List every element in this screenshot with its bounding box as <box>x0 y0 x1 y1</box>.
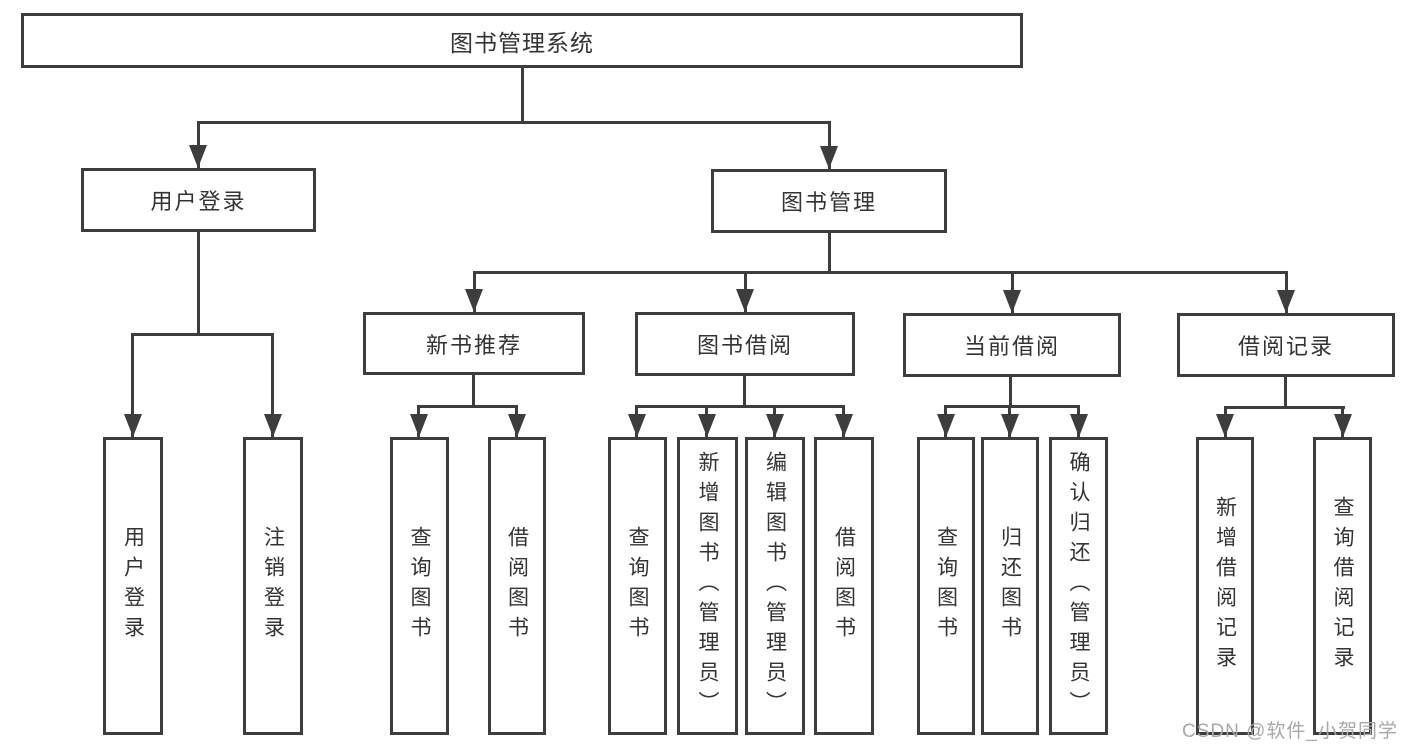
arrow-down-icon <box>766 414 784 437</box>
arrow-down-icon <box>465 289 483 312</box>
connector-line <box>131 333 274 336</box>
connector-line <box>131 333 134 437</box>
leaf-borrow-borrow: 借阅图书 <box>814 437 874 735</box>
arrow-down-icon <box>189 145 207 168</box>
node-user-login: 用户登录 <box>81 168 316 232</box>
connector-line <box>472 375 475 407</box>
leaf-borrow-add-admin-label: 新增图书（管理员） <box>696 451 719 721</box>
leaf-user-login-label: 用户登录 <box>121 526 145 646</box>
connector-line <box>271 333 274 437</box>
leaf-user-login: 用户登录 <box>103 437 163 735</box>
leaf-current-confirm-admin-label: 确认归还（管理员） <box>1067 451 1090 721</box>
connector-line <box>743 376 746 407</box>
leaf-borrow-query: 查询图书 <box>608 437 667 735</box>
arrow-down-icon <box>1334 414 1352 437</box>
node-book-management: 图书管理 <box>711 169 947 233</box>
connector-line <box>944 405 1080 408</box>
leaf-record-add: 新增借阅记录 <box>1196 437 1254 735</box>
leaf-current-query: 查询图书 <box>917 437 975 735</box>
leaf-newbook-borrow-label: 借阅图书 <box>505 526 529 646</box>
connector-line <box>197 121 200 168</box>
leaf-logout: 注销登录 <box>243 437 303 735</box>
connector-line <box>473 271 1288 274</box>
leaf-borrow-add-admin: 新增图书（管理员） <box>677 437 738 735</box>
arrow-down-icon <box>628 414 646 437</box>
arrow-down-icon <box>698 414 716 437</box>
connector-line <box>1224 406 1345 409</box>
node-root: 图书管理系统 <box>21 13 1023 68</box>
leaf-logout-label: 注销登录 <box>261 526 285 646</box>
leaf-newbook-query: 查询图书 <box>390 437 449 735</box>
arrow-down-icon <box>820 146 838 169</box>
leaf-record-add-label: 新增借阅记录 <box>1213 496 1237 676</box>
arrow-down-icon <box>1001 414 1019 437</box>
arrow-down-icon <box>736 289 754 312</box>
node-book-borrow: 图书借阅 <box>635 312 855 376</box>
connector-line <box>197 232 200 335</box>
node-current-borrow: 当前借阅 <box>903 313 1121 377</box>
connector-line <box>828 233 831 273</box>
leaf-newbook-borrow: 借阅图书 <box>488 437 546 735</box>
connector-line <box>828 121 831 169</box>
arrow-down-icon <box>1070 414 1088 437</box>
leaf-record-query-label: 查询借阅记录 <box>1331 496 1354 676</box>
leaf-record-query: 查询借阅记录 <box>1313 437 1372 735</box>
node-new-book-recommend: 新书推荐 <box>363 312 585 375</box>
watermark: CSDN @软件_小贺同学 <box>1182 721 1398 742</box>
arrow-down-icon <box>1003 290 1021 313</box>
leaf-current-return: 归还图书 <box>981 437 1039 735</box>
connector-line <box>521 68 524 123</box>
arrow-down-icon <box>124 414 142 437</box>
connector-line <box>1009 377 1012 407</box>
arrow-down-icon <box>410 414 428 437</box>
arrow-down-icon <box>937 414 955 437</box>
leaf-borrow-borrow-label: 借阅图书 <box>832 526 856 646</box>
connector-line <box>635 405 845 408</box>
arrow-down-icon <box>508 414 526 437</box>
leaf-current-return-label: 归还图书 <box>998 526 1022 646</box>
arrow-down-icon <box>264 414 282 437</box>
leaf-current-confirm-admin: 确认归还（管理员） <box>1049 437 1108 735</box>
arrow-down-icon <box>1216 414 1234 437</box>
leaf-borrow-edit-admin: 编辑图书（管理员） <box>745 437 805 735</box>
arrow-down-icon <box>1277 290 1295 313</box>
node-borrow-record: 借阅记录 <box>1177 313 1395 377</box>
leaf-borrow-query-label: 查询图书 <box>626 526 649 646</box>
arrow-down-icon <box>835 414 853 437</box>
connector-line <box>197 121 831 124</box>
connector-line <box>417 405 518 408</box>
connector-line <box>1284 377 1287 408</box>
leaf-borrow-edit-admin-label: 编辑图书（管理员） <box>763 451 787 721</box>
leaf-current-query-label: 查询图书 <box>934 526 958 646</box>
leaf-newbook-query-label: 查询图书 <box>408 526 431 646</box>
